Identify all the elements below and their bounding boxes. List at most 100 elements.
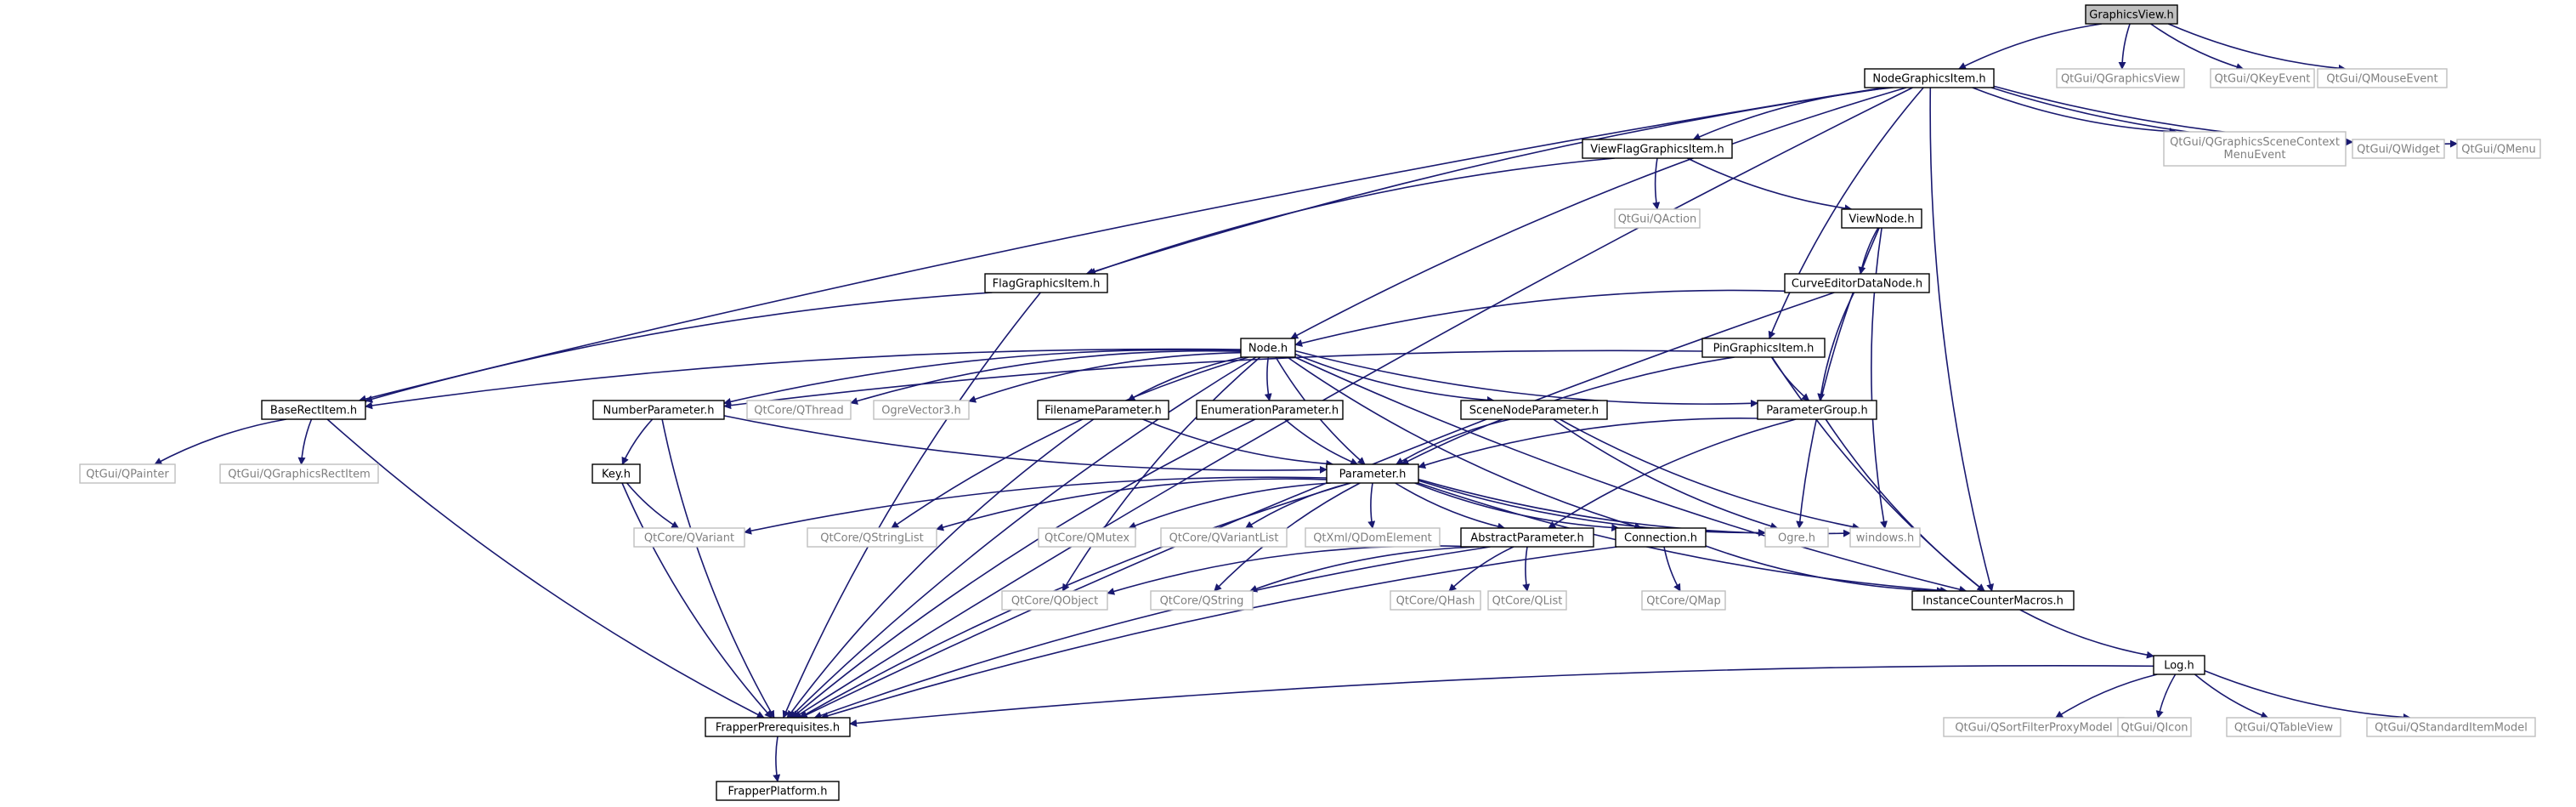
node-label: EnumerationParameter.h xyxy=(1201,405,1339,418)
edge-enumerationparameter-to-frapperprerequisites xyxy=(791,418,1256,719)
node-keyh[interactable]: Key.h xyxy=(592,463,641,484)
node-box xyxy=(1326,463,1419,484)
edge-nodeh-to-parametergroup xyxy=(1294,350,1758,407)
edge-nodeh-to-qthread xyxy=(850,350,1242,405)
edge-baserectitem-to-qgraphicsrectitem xyxy=(297,418,313,465)
edge-logh-to-frapperprerequisites xyxy=(849,665,2154,727)
edge-scenenodeparameter-to-ogreh xyxy=(1553,418,1779,530)
edge-pingraphicsitem-to-parametergroup xyxy=(1770,356,1810,401)
node-box xyxy=(79,463,176,484)
edge-nodeh-to-instancecountermacros xyxy=(1294,356,1967,594)
node-box xyxy=(1150,590,1254,611)
node-box xyxy=(1037,400,1169,420)
node-abstractparameter[interactable]: AbstractParameter.h xyxy=(1460,527,1594,548)
node-windowsh: windows.h xyxy=(1849,527,1921,548)
node-label: Key.h xyxy=(602,469,631,481)
node-qthread: QtCore/QThread xyxy=(746,400,852,420)
edge-curveeditordatanode-to-nodeh xyxy=(1294,289,1786,347)
node-label: QtCore/QList xyxy=(1492,595,1563,608)
node-flaggraphicsitem[interactable]: FlagGraphicsItem.h xyxy=(984,273,1108,293)
node-label: Connection.h xyxy=(1624,532,1697,545)
edge-filenameparameter-to-frapperprerequisites xyxy=(786,418,1095,719)
node-parametergroup[interactable]: ParameterGroup.h xyxy=(1757,400,1877,420)
node-label: Log.h xyxy=(2164,660,2194,673)
edge-nodeh-to-enumerationparameter xyxy=(1264,356,1272,401)
edge-instancecountermacros-to-logh xyxy=(2019,609,2154,659)
edge-nodeh-to-ogrevector3 xyxy=(968,351,1242,403)
edge-numberparameter-to-parameterh xyxy=(723,415,1328,474)
node-box xyxy=(1841,208,1922,229)
node-qvariant: QtCore/QVariant xyxy=(633,527,745,548)
node-box xyxy=(984,273,1108,293)
edge-viewnode-to-ogreh xyxy=(1796,227,1880,529)
node-label: QtCore/QString xyxy=(1160,595,1244,608)
node-instancecountermacros[interactable]: InstanceCounterMacros.h xyxy=(1911,590,2075,611)
edge-pingraphicsitem-to-numberparameter xyxy=(723,350,1703,410)
node-label: QtCore/QVariantList xyxy=(1169,532,1279,545)
node-scenenodeparameter[interactable]: SceneNodeParameter.h xyxy=(1460,400,1608,420)
node-label: QtCore/QHash xyxy=(1396,595,1475,608)
node-ogrevector3: OgreVector3.h xyxy=(873,400,970,420)
node-qstring: QtCore/QString xyxy=(1150,590,1254,611)
node-enumerationparameter[interactable]: EnumerationParameter.h xyxy=(1196,400,1344,420)
edge-parameterh-to-frapperprerequisites xyxy=(799,482,1351,719)
edge-parameterh-to-qvariant xyxy=(744,476,1328,535)
node-baserectitem[interactable]: BaseRectItem.h xyxy=(261,400,366,420)
node-box xyxy=(1196,400,1344,420)
edge-nodeh-to-numberparameter xyxy=(723,349,1242,406)
node-label: QtCore/QMap xyxy=(1646,595,1720,608)
edge-graphicsview-to-qkeyevent xyxy=(2150,23,2245,71)
node-ogreh: Ogre.h xyxy=(1764,527,1829,548)
edge-abstractparameter-to-qlist xyxy=(1522,546,1531,592)
node-pingraphicsitem[interactable]: PinGraphicsItem.h xyxy=(1701,338,1826,358)
node-box xyxy=(1641,590,1726,611)
node-logh[interactable]: Log.h xyxy=(2153,655,2205,675)
node-qlist: QtCore/QList xyxy=(1487,590,1567,611)
node-box xyxy=(1390,590,1481,611)
node-qkeyevent: QtGui/QKeyEvent xyxy=(2210,68,2315,88)
node-label: FrapperPlatform.h xyxy=(728,786,828,798)
node-qmenu: QtGui/QMenu xyxy=(2456,139,2541,159)
node-box xyxy=(1038,527,1136,548)
edge-numberparameter-to-frapperprerequisites xyxy=(661,418,775,719)
edge-logh-to-qsortfilterproxymodel xyxy=(2055,673,2158,719)
edge-nodegraphicsitem-to-frapperprerequisites xyxy=(793,87,1913,719)
node-graphicsview[interactable]: GraphicsView.h xyxy=(2085,4,2178,25)
node-viewnode[interactable]: ViewNode.h xyxy=(1841,208,1922,229)
node-qsortfilterproxymodel: QtGui/QSortFilterProxyModel xyxy=(1943,717,2125,737)
node-frapperplatform[interactable]: FrapperPlatform.h xyxy=(716,781,840,801)
node-box xyxy=(1911,590,2075,611)
node-numberparameter[interactable]: NumberParameter.h xyxy=(592,400,725,420)
node-label: QtGui/QGraphicsView xyxy=(2061,73,2180,86)
node-label: NumberParameter.h xyxy=(603,405,714,418)
node-box xyxy=(1784,273,1930,293)
node-qmap: QtCore/QMap xyxy=(1641,590,1726,611)
node-box xyxy=(2056,68,2185,88)
node-nodeh[interactable]: Node.h xyxy=(1240,338,1296,358)
node-label: QtGui/QStandardItemModel xyxy=(2375,722,2528,735)
edge-abstractparameter-to-qhash xyxy=(1448,546,1514,592)
edge-viewnode-to-windowsh xyxy=(1871,227,1888,529)
node-frapperprerequisites[interactable]: FrapperPrerequisites.h xyxy=(705,717,851,737)
node-filenameparameter[interactable]: FilenameParameter.h xyxy=(1037,400,1169,420)
node-qaction: QtGui/QAction xyxy=(1614,208,1701,229)
node-label: InstanceCounterMacros.h xyxy=(1922,595,2064,608)
node-curveeditordatanode[interactable]: CurveEditorDataNode.h xyxy=(1784,273,1930,293)
node-label: ViewFlagGraphicsItem.h xyxy=(1590,144,1724,156)
node-box xyxy=(1849,527,1921,548)
node-nodegraphicsitem[interactable]: NodeGraphicsItem.h xyxy=(1864,68,1995,88)
edge-nodeh-to-scenenodeparameter xyxy=(1294,353,1495,404)
node-parameterh[interactable]: Parameter.h xyxy=(1326,463,1419,484)
node-label: QtGui/QSortFilterProxyModel xyxy=(1955,722,2112,735)
node-connection[interactable]: Connection.h xyxy=(1615,527,1707,548)
edge-parameterh-to-qstringlist xyxy=(936,478,1328,531)
edge-numberparameter-to-keyh xyxy=(621,418,654,465)
node-label: QtGui/QGraphicsRectItem xyxy=(228,469,371,481)
node-box xyxy=(1757,400,1877,420)
node-label: ParameterGroup.h xyxy=(1766,405,1868,418)
edge-viewflaggraphicsitem-to-qaction xyxy=(1652,157,1661,210)
node-viewflaggraphicsitem[interactable]: ViewFlagGraphicsItem.h xyxy=(1582,139,1733,159)
node-label: FilenameParameter.h xyxy=(1045,405,1161,418)
node-box xyxy=(1582,139,1733,159)
